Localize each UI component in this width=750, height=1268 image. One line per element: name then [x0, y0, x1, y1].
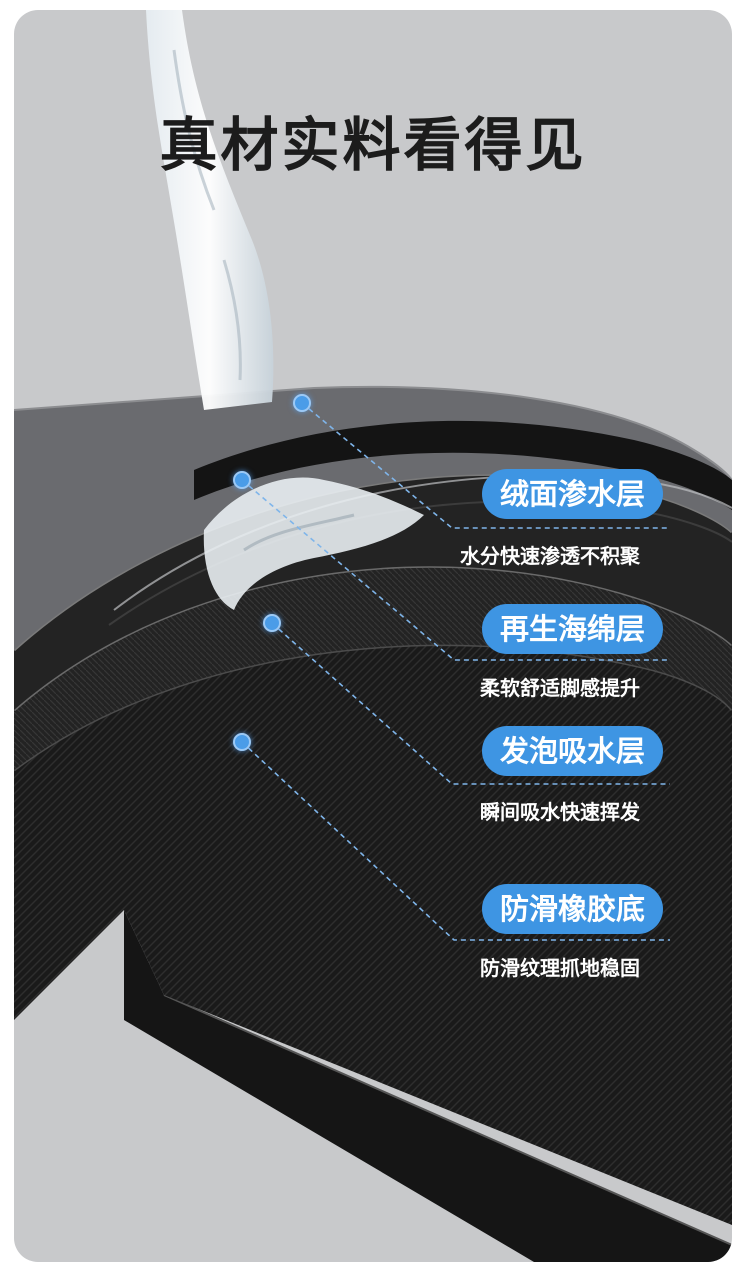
layer-desc-velvet: 水分快速渗透不积聚: [460, 544, 640, 568]
layer-desc-sponge: 柔软舒适脚感提升: [480, 676, 640, 700]
layer-sponge: [14, 474, 732, 710]
layer-label-sponge: 再生海绵层: [482, 604, 664, 654]
mat-layers-illustration: [14, 10, 732, 1262]
rubber-base-slab: [124, 910, 732, 1262]
leader-line-velvet: [301, 402, 670, 529]
marker-velvet-dot: [293, 394, 311, 412]
marker-foam-dot: [263, 614, 281, 632]
layer-label-rubber: 防滑橡胶底: [482, 884, 664, 934]
layer-label-foam: 发泡吸水层: [482, 726, 664, 776]
leader-line-rubber: [241, 741, 670, 941]
layer-label-velvet: 绒面渗水层: [482, 469, 664, 519]
layer-desc-foam: 瞬间吸水快速挥发: [480, 800, 640, 824]
water-splash: [203, 477, 424, 610]
marker-rubber-dot: [233, 733, 251, 751]
product-card: 真材实料看得见 绒面渗水层 水分快速渗透不积聚 再生海绵层 柔软舒适脚感提升 发…: [14, 10, 732, 1262]
layer-desc-rubber: 防滑纹理抓地稳固: [480, 956, 640, 980]
water-stream: [146, 10, 274, 410]
leader-line-sponge: [241, 479, 670, 661]
page-title: 真材实料看得见: [159, 111, 587, 179]
marker-sponge-dot: [233, 471, 251, 489]
layer-rubber-base: [14, 644, 732, 1225]
